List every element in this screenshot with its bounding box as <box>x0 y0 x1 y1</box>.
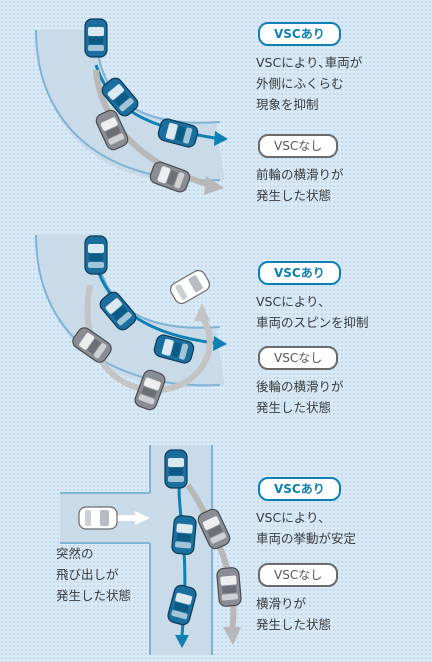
vsc-on-badge: VSCあり <box>258 477 341 501</box>
vsc-off-arrow-icon <box>204 176 224 195</box>
vsc-on-path <box>94 264 216 345</box>
vsc-off-badge: VSCなし <box>258 346 339 370</box>
vsc-off-arrow-icon <box>223 627 241 645</box>
understeer-diagram <box>35 18 228 195</box>
car-icon <box>215 566 243 608</box>
vsc-on-description: VSCにより､車両が 外側にふくらむ 現象を抑制 <box>256 55 363 112</box>
car-icon <box>164 449 188 489</box>
vsc-on-badge: VSCあり <box>258 22 341 46</box>
scenario-oversteer: VSCあり VSCにより､ 車両のスピンを抑制 VSCなし 後輪の横滑りが 発生… <box>0 225 432 435</box>
scenario-understeer: VSCあり VSCにより､車両が 外側にふくらむ 現象を抑制 VSCなし 前輪の… <box>0 0 432 215</box>
scenario-sudden-obstacle: 突然の 飛び出しが 発生した状態 VSCあり VSCにより､ 車両の挙動が安定 … <box>0 445 432 662</box>
vsc-on-arrow-icon <box>214 131 228 146</box>
vsc-on-description: VSCにより､ 車両のスピンを抑制 <box>256 294 369 330</box>
oversteer-diagram <box>35 234 227 413</box>
sudden-obstacle-diagram <box>60 445 243 655</box>
vsc-on-description: VSCにより､ 車両の挙動が安定 <box>256 510 357 546</box>
scene-description: 突然の 飛び出しが 発生した状態 <box>56 546 132 603</box>
car-icon <box>170 514 198 556</box>
car-icon <box>84 18 108 58</box>
vsc-off-description: 前輪の横滑りが 発生した状態 <box>256 167 344 203</box>
obstacle-car-icon <box>78 506 118 530</box>
obstacle-arrow-icon <box>135 511 150 525</box>
vsc-on-arrow-icon <box>175 635 189 648</box>
vsc-off-badge: VSCなし <box>258 563 339 587</box>
vsc-off-arrow-icon <box>194 303 210 321</box>
vsc-off-description: 横滑りが 発生した状態 <box>256 596 332 632</box>
vsc-on-arrow-icon <box>213 336 227 351</box>
vsc-off-description: 後輪の横滑りが 発生した状態 <box>256 379 344 415</box>
car-icon <box>84 235 108 275</box>
car-icon <box>167 267 213 307</box>
vsc-off-badge: VSCなし <box>258 134 339 158</box>
vsc-off-path <box>185 483 237 631</box>
vsc-on-badge: VSCあり <box>258 261 341 285</box>
